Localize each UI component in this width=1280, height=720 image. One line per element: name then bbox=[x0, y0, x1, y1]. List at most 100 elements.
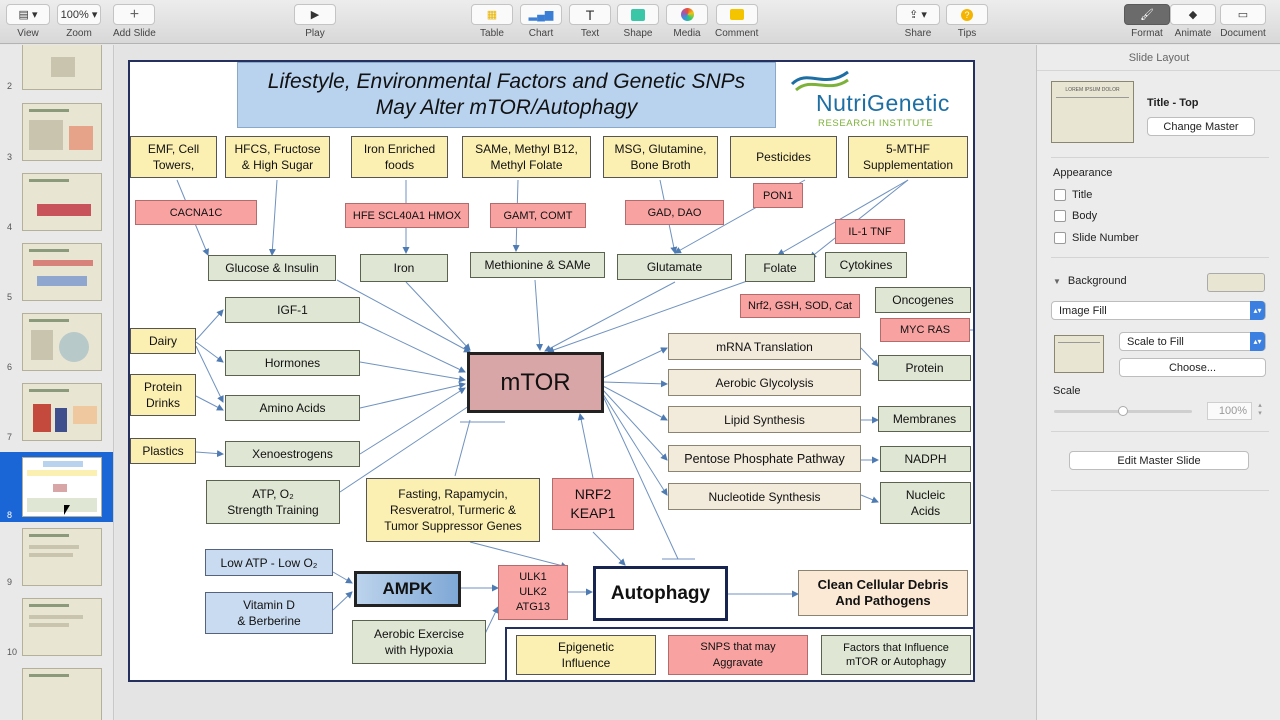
text-control[interactable]: T Text bbox=[569, 4, 611, 39]
box-nucleotide-synthesis[interactable]: Nucleotide Synthesis bbox=[668, 483, 861, 510]
play-button[interactable]: ▶ bbox=[294, 4, 336, 25]
box-hormones[interactable]: Hormones bbox=[225, 350, 360, 376]
slide-thumbnail-4[interactable]: 4 bbox=[0, 170, 113, 234]
disclosure-triangle-icon[interactable]: ▼ bbox=[1053, 276, 1061, 286]
play-control[interactable]: ▶ Play bbox=[294, 4, 336, 39]
chart-button[interactable]: ▂▄▆ bbox=[520, 4, 562, 25]
box-low-atp[interactable]: Low ATP - Low O₂ bbox=[205, 549, 333, 576]
text-button[interactable]: T bbox=[569, 4, 611, 25]
snp-gamt-comt[interactable]: GAMT, COMT bbox=[490, 203, 586, 228]
box-lipid-synthesis[interactable]: Lipid Synthesis bbox=[668, 406, 861, 433]
box-nucleic-acids[interactable]: Nucleic Acids bbox=[880, 482, 971, 524]
share-control[interactable]: ⇪ ▾ Share bbox=[896, 4, 940, 39]
slide-thumbnail-6[interactable]: 6 bbox=[0, 310, 113, 374]
view-control[interactable]: ▤ ▾ View bbox=[6, 4, 50, 39]
box-amino-acids[interactable]: Amino Acids bbox=[225, 395, 360, 421]
snp-cacna1c[interactable]: CACNA1C bbox=[135, 200, 257, 225]
box-aerobic-exercise-hypoxia[interactable]: Aerobic Exercise with Hypoxia bbox=[352, 620, 486, 664]
box-methionine-same[interactable]: Methionine & SAMe bbox=[470, 252, 605, 278]
box-oncogenes[interactable]: Oncogenes bbox=[875, 287, 971, 313]
box-glutamate[interactable]: Glutamate bbox=[617, 254, 732, 280]
box-dairy[interactable]: Dairy bbox=[130, 328, 196, 354]
slide-number-checkbox[interactable]: Slide Number bbox=[1054, 232, 1139, 244]
document-control[interactable]: ▭ Document bbox=[1220, 4, 1266, 39]
box-igf1[interactable]: IGF-1 bbox=[225, 297, 360, 323]
legend-epigenetic[interactable]: Epigenetic Influence bbox=[516, 635, 656, 675]
view-button[interactable]: ▤ ▾ bbox=[6, 4, 50, 25]
media-control[interactable]: Media bbox=[666, 4, 708, 39]
change-master-button[interactable]: Change Master bbox=[1147, 117, 1255, 136]
choose-image-button[interactable]: Choose... bbox=[1119, 358, 1266, 377]
comment-button[interactable] bbox=[715, 4, 758, 25]
checkbox-box[interactable] bbox=[1054, 189, 1066, 201]
body-checkbox[interactable]: Body bbox=[1054, 210, 1097, 222]
scale-value-field[interactable]: 100% bbox=[1207, 402, 1252, 420]
format-control[interactable]: 🖌 Format bbox=[1124, 4, 1170, 39]
legend-snps[interactable]: SNPS that may Aggravate bbox=[668, 635, 808, 675]
box-xenoestrogens[interactable]: Xenoestrogens bbox=[225, 441, 360, 467]
box-mrna-translation[interactable]: mRNA Translation bbox=[668, 333, 861, 360]
media-button[interactable] bbox=[666, 4, 708, 25]
box-membranes[interactable]: Membranes bbox=[878, 406, 971, 432]
comment-control[interactable]: Comment bbox=[715, 4, 758, 39]
slide-thumbnail-2[interactable]: 2 bbox=[0, 45, 113, 93]
title-checkbox[interactable]: Title bbox=[1054, 189, 1092, 201]
snp-il1-tnf[interactable]: IL-1 TNF bbox=[835, 219, 905, 244]
box-folate[interactable]: Folate bbox=[745, 254, 815, 282]
snp-gad-dao[interactable]: GAD, DAO bbox=[625, 200, 724, 225]
snp-myc-ras[interactable]: MYC RAS bbox=[880, 318, 970, 342]
box-cytokines[interactable]: Cytokines bbox=[825, 252, 907, 278]
box-same-methyl[interactable]: SAMe, Methyl B12, Methyl Folate bbox=[462, 136, 591, 178]
box-plastics[interactable]: Plastics bbox=[130, 438, 196, 464]
box-hfcs[interactable]: HFCS, Fructose & High Sugar bbox=[225, 136, 330, 178]
add-slide-button[interactable]: + bbox=[113, 4, 156, 25]
legend-factors[interactable]: Factors that Influence mTOR or Autophagy bbox=[821, 635, 971, 675]
box-emf[interactable]: EMF, Cell Towers, bbox=[130, 136, 217, 178]
edit-master-slide-button[interactable]: Edit Master Slide bbox=[1069, 451, 1249, 470]
animate-button[interactable]: ◆ bbox=[1170, 4, 1216, 25]
shape-control[interactable]: Shape bbox=[617, 4, 659, 39]
box-iron-enriched-foods[interactable]: Iron Enriched foods bbox=[351, 136, 448, 178]
checkbox-box[interactable] bbox=[1054, 210, 1066, 222]
snp-pon1[interactable]: PON1 bbox=[753, 183, 803, 208]
share-button[interactable]: ⇪ ▾ bbox=[896, 4, 940, 25]
box-pesticides[interactable]: Pesticides bbox=[730, 136, 837, 178]
shape-button[interactable] bbox=[617, 4, 659, 25]
background-color-well[interactable] bbox=[1207, 273, 1265, 292]
box-msg-glutamine[interactable]: MSG, Glutamine, Bone Broth bbox=[603, 136, 718, 178]
snp-hfe[interactable]: HFE SCL40A1 HMOX bbox=[345, 203, 469, 228]
box-ampk[interactable]: AMPK bbox=[354, 571, 461, 607]
box-aerobic-glycolysis[interactable]: Aerobic Glycolysis bbox=[668, 369, 861, 396]
checkbox-box[interactable] bbox=[1054, 232, 1066, 244]
box-mtor[interactable]: mTOR bbox=[467, 352, 604, 413]
image-fill-preview[interactable] bbox=[1054, 335, 1104, 373]
slide-canvas[interactable]: Lifestyle, Environmental Factors and Gen… bbox=[115, 45, 1036, 720]
box-vitamin-d-berberine[interactable]: Vitamin D & Berberine bbox=[205, 592, 333, 634]
box-fasting-rapamycin[interactable]: Fasting, Rapamycin, Resveratrol, Turmeri… bbox=[366, 478, 540, 542]
tips-button[interactable]: ? bbox=[946, 4, 988, 25]
box-nadph[interactable]: NADPH bbox=[880, 446, 971, 472]
format-button[interactable]: 🖌 bbox=[1124, 4, 1170, 25]
slide[interactable]: Lifestyle, Environmental Factors and Gen… bbox=[128, 60, 975, 682]
slide-thumbnail-7[interactable]: 7 bbox=[0, 380, 113, 444]
document-button[interactable]: ▭ bbox=[1220, 4, 1266, 25]
box-protein[interactable]: Protein bbox=[878, 355, 971, 381]
zoom-select[interactable]: 100% ▾ bbox=[57, 4, 101, 25]
snp-nrf2-keap1[interactable]: NRF2 KEAP1 bbox=[552, 478, 634, 530]
slide-thumbnail-3[interactable]: 3 bbox=[0, 100, 113, 164]
box-glucose-insulin[interactable]: Glucose & Insulin bbox=[208, 255, 336, 281]
box-iron[interactable]: Iron bbox=[360, 254, 448, 282]
master-thumbnail[interactable]: LOREM IPSUM DOLOR bbox=[1051, 81, 1134, 143]
snp-ulk1-ulk2-atg13[interactable]: ULK1 ULK2 ATG13 bbox=[498, 565, 568, 620]
slide-thumbnail-10[interactable]: 10 bbox=[0, 595, 113, 659]
zoom-control[interactable]: 100% ▾ Zoom bbox=[57, 4, 101, 39]
fill-type-select[interactable]: Image Fill▴▾ bbox=[1051, 301, 1266, 320]
box-autophagy[interactable]: Autophagy bbox=[593, 566, 728, 621]
chart-control[interactable]: ▂▄▆ Chart bbox=[520, 4, 562, 39]
slide-thumbnail-11[interactable] bbox=[0, 665, 113, 720]
box-pentose-phosphate[interactable]: Pentose Phosphate Pathway bbox=[668, 445, 861, 472]
slide-thumbnail-5[interactable]: 5 bbox=[0, 240, 113, 304]
slide-thumbnail-9[interactable]: 9 bbox=[0, 525, 113, 589]
scale-stepper[interactable]: ▴▾ bbox=[1258, 402, 1262, 417]
add-slide-control[interactable]: + Add Slide bbox=[113, 4, 156, 39]
